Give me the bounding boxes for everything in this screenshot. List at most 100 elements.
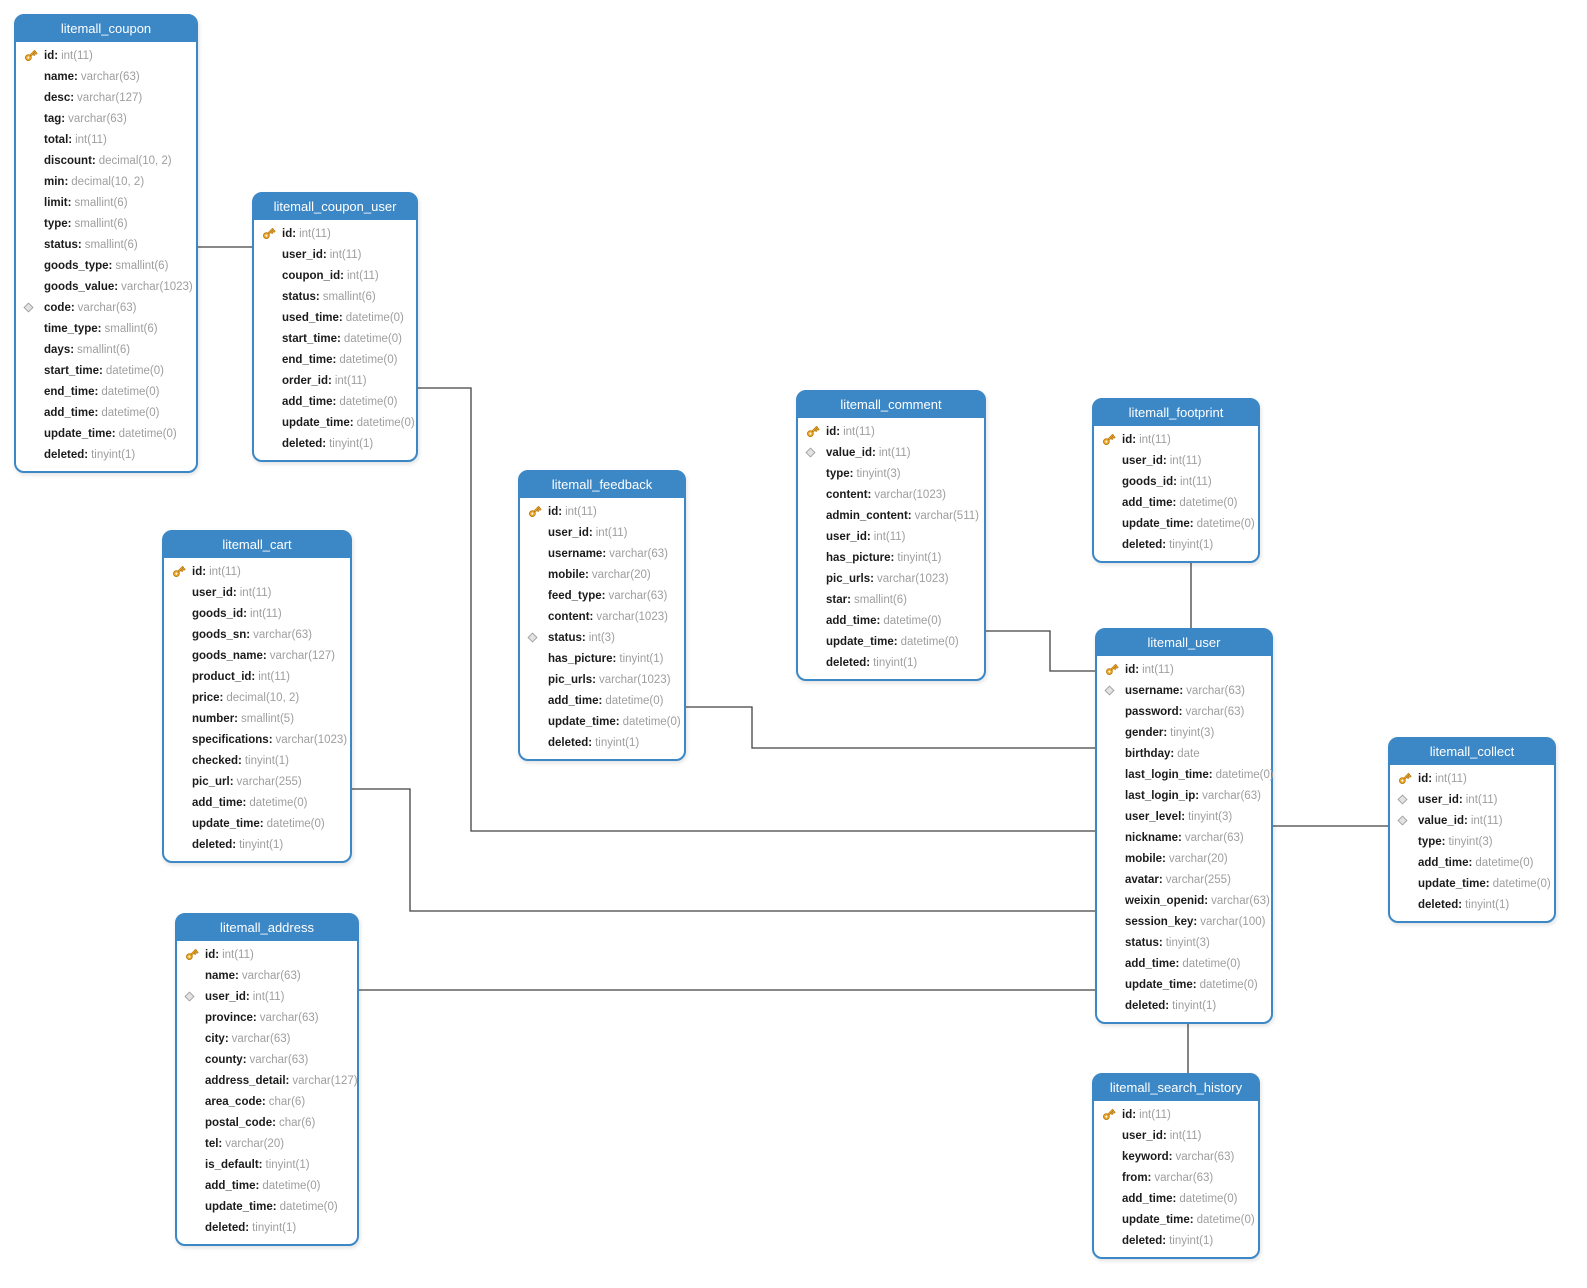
field-row-last_login_time[interactable]: last_login_time:datetime(0) <box>1097 764 1274 785</box>
field-row-add_time[interactable]: add_time:datetime(0) <box>1094 492 1258 513</box>
field-row-goods_id[interactable]: goods_id:int(11) <box>1094 471 1258 492</box>
field-row-id[interactable]: id:int(11) <box>1097 659 1271 680</box>
field-row-status[interactable]: status:tinyint(3) <box>1097 932 1271 953</box>
field-row-checked[interactable]: checked:tinyint(1) <box>164 750 350 771</box>
table-title[interactable]: litemall_address <box>177 915 357 941</box>
field-row-mobile[interactable]: mobile:varchar(20) <box>520 564 684 585</box>
field-row-min[interactable]: min:decimal(10, 2) <box>16 171 196 192</box>
field-row-id[interactable]: id:int(11) <box>254 223 416 244</box>
field-row-user_level[interactable]: user_level:tinyint(3) <box>1097 806 1271 827</box>
field-row-pic_urls[interactable]: pic_urls:varchar(1023) <box>520 669 684 690</box>
field-row-update_time[interactable]: update_time:datetime(0) <box>520 711 684 732</box>
field-row-goods_sn[interactable]: goods_sn:varchar(63) <box>164 624 350 645</box>
table-title[interactable]: litemall_feedback <box>520 472 684 498</box>
field-row-update_time[interactable]: update_time:datetime(0) <box>1094 513 1258 534</box>
field-row-username[interactable]: username:varchar(63) <box>1097 680 1271 701</box>
field-row-deleted[interactable]: deleted:tinyint(1) <box>1097 995 1271 1016</box>
field-row-deleted[interactable]: deleted:tinyint(1) <box>520 732 684 753</box>
field-row-goods_id[interactable]: goods_id:int(11) <box>164 603 350 624</box>
field-row-add_time[interactable]: add_time:datetime(0) <box>520 690 684 711</box>
field-row-discount[interactable]: discount:decimal(10, 2) <box>16 150 196 171</box>
field-row-status[interactable]: status:smallint(6) <box>254 286 416 307</box>
field-row-id[interactable]: id:int(11) <box>1094 429 1258 450</box>
field-row-id[interactable]: id:int(11) <box>1390 768 1554 789</box>
field-row-feed_type[interactable]: feed_type:varchar(63) <box>520 585 684 606</box>
field-row-deleted[interactable]: deleted:tinyint(1) <box>254 433 416 454</box>
field-row-id[interactable]: id:int(11) <box>520 501 684 522</box>
field-row-area_code[interactable]: area_code:char(6) <box>177 1091 357 1112</box>
field-row-session_key[interactable]: session_key:varchar(100) <box>1097 911 1271 932</box>
field-row-coupon_id[interactable]: coupon_id:int(11) <box>254 265 416 286</box>
field-row-status[interactable]: status:int(3) <box>520 627 684 648</box>
field-row-status[interactable]: status:smallint(6) <box>16 234 196 255</box>
field-row-last_login_ip[interactable]: last_login_ip:varchar(63) <box>1097 785 1271 806</box>
field-row-weixin_openid[interactable]: weixin_openid:varchar(63) <box>1097 890 1271 911</box>
field-row-limit[interactable]: limit:smallint(6) <box>16 192 196 213</box>
field-row-user_id[interactable]: user_id:int(11) <box>1094 1125 1258 1146</box>
field-row-product_id[interactable]: product_id:int(11) <box>164 666 350 687</box>
field-row-update_time[interactable]: update_time:datetime(0) <box>177 1196 357 1217</box>
table-title[interactable]: litemall_collect <box>1390 739 1554 765</box>
relation-cart-user[interactable] <box>352 788 1095 912</box>
field-row-postal_code[interactable]: postal_code:char(6) <box>177 1112 357 1133</box>
field-row-update_time[interactable]: update_time:datetime(0) <box>1390 873 1554 894</box>
field-row-deleted[interactable]: deleted:tinyint(1) <box>1390 894 1554 915</box>
field-row-start_time[interactable]: start_time:datetime(0) <box>254 328 416 349</box>
table-title[interactable]: litemall_cart <box>164 532 350 558</box>
field-row-address_detail[interactable]: address_detail:varchar(127) <box>177 1070 358 1091</box>
field-row-goods_value[interactable]: goods_value:varchar(1023) <box>16 276 196 297</box>
field-row-end_time[interactable]: end_time:datetime(0) <box>16 381 196 402</box>
field-row-pic_url[interactable]: pic_url:varchar(255) <box>164 771 350 792</box>
field-row-update_time[interactable]: update_time:datetime(0) <box>798 631 984 652</box>
field-row-add_time[interactable]: add_time:datetime(0) <box>177 1175 357 1196</box>
field-row-pic_urls[interactable]: pic_urls:varchar(1023) <box>798 568 984 589</box>
field-row-has_picture[interactable]: has_picture:tinyint(1) <box>798 547 984 568</box>
field-row-mobile[interactable]: mobile:varchar(20) <box>1097 848 1271 869</box>
field-row-add_time[interactable]: add_time:datetime(0) <box>1094 1188 1258 1209</box>
field-row-user_id[interactable]: user_id:int(11) <box>164 582 350 603</box>
field-row-deleted[interactable]: deleted:tinyint(1) <box>177 1217 357 1238</box>
field-row-gender[interactable]: gender:tinyint(3) <box>1097 722 1271 743</box>
field-row-id[interactable]: id:int(11) <box>177 944 357 965</box>
table-title[interactable]: litemall_comment <box>798 392 984 418</box>
table-litemall_coupon_user[interactable]: litemall_coupon_user id:int(11)user_id:in… <box>252 192 418 462</box>
field-row-content[interactable]: content:varchar(1023) <box>798 484 984 505</box>
field-row-name[interactable]: name:varchar(63) <box>16 66 196 87</box>
field-row-desc[interactable]: desc:varchar(127) <box>16 87 196 108</box>
field-row-province[interactable]: province:varchar(63) <box>177 1007 357 1028</box>
field-row-goods_name[interactable]: goods_name:varchar(127) <box>164 645 350 666</box>
field-row-tag[interactable]: tag:varchar(63) <box>16 108 196 129</box>
table-title[interactable]: litemall_user <box>1097 630 1271 656</box>
field-row-total[interactable]: total:int(11) <box>16 129 196 150</box>
field-row-id[interactable]: id:int(11) <box>798 421 984 442</box>
field-row-deleted[interactable]: deleted:tinyint(1) <box>164 834 350 855</box>
field-row-type[interactable]: type:smallint(6) <box>16 213 196 234</box>
field-row-time_type[interactable]: time_type:smallint(6) <box>16 318 196 339</box>
field-row-user_id[interactable]: user_id:int(11) <box>1094 450 1258 471</box>
field-row-start_time[interactable]: start_time:datetime(0) <box>16 360 196 381</box>
field-row-user_id[interactable]: user_id:int(11) <box>177 986 357 1007</box>
field-row-update_time[interactable]: update_time:datetime(0) <box>1097 974 1271 995</box>
table-title[interactable]: litemall_coupon <box>16 16 196 42</box>
field-row-nickname[interactable]: nickname:varchar(63) <box>1097 827 1271 848</box>
table-title[interactable]: litemall_coupon_user <box>254 194 416 220</box>
field-row-update_time[interactable]: update_time:datetime(0) <box>16 423 196 444</box>
field-row-number[interactable]: number:smallint(5) <box>164 708 350 729</box>
field-row-value_id[interactable]: value_id:int(11) <box>1390 810 1554 831</box>
field-row-code[interactable]: code:varchar(63) <box>16 297 196 318</box>
field-row-tel[interactable]: tel:varchar(20) <box>177 1133 357 1154</box>
field-row-user_id[interactable]: user_id:int(11) <box>254 244 416 265</box>
field-row-deleted[interactable]: deleted:tinyint(1) <box>16 444 196 465</box>
field-row-id[interactable]: id:int(11) <box>1094 1104 1258 1125</box>
field-row-goods_type[interactable]: goods_type:smallint(6) <box>16 255 196 276</box>
field-row-update_time[interactable]: update_time:datetime(0) <box>164 813 350 834</box>
field-row-add_time[interactable]: add_time:datetime(0) <box>254 391 416 412</box>
field-row-keyword[interactable]: keyword:varchar(63) <box>1094 1146 1258 1167</box>
